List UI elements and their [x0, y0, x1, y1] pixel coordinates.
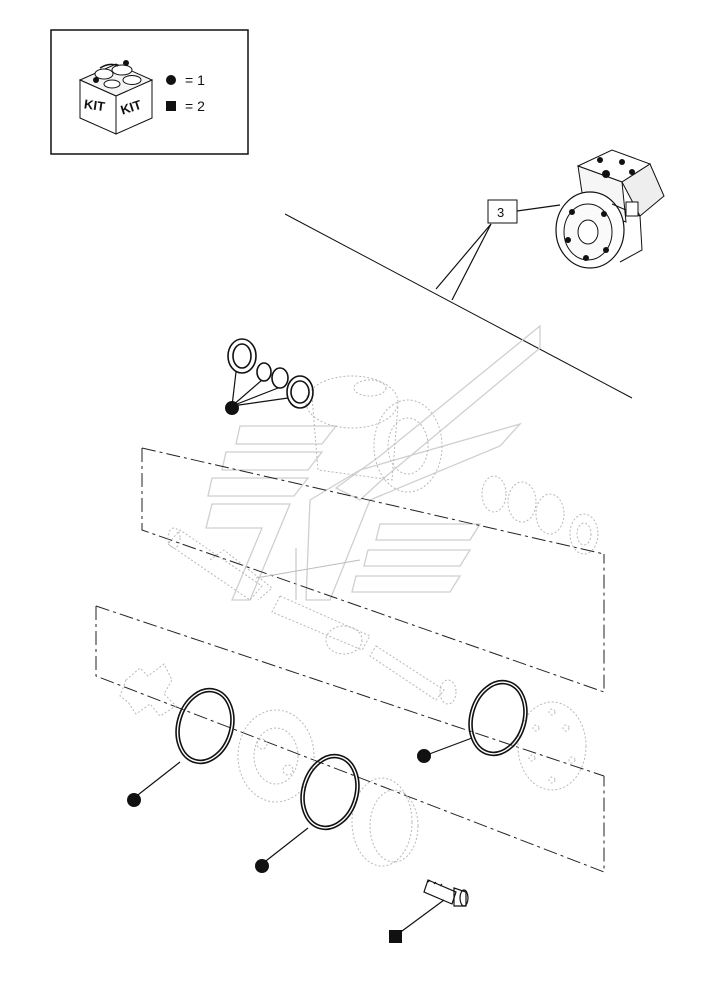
- legend-circle-value: = 1: [185, 72, 205, 88]
- kit-label-left: KIT: [83, 96, 106, 114]
- callout-3: 3: [435, 199, 561, 301]
- steering-unit-assembly: [555, 149, 665, 269]
- kit-marker-circle: [127, 793, 141, 807]
- legend-square-value: = 2: [185, 98, 205, 114]
- seal-small-2: [271, 367, 289, 389]
- top-seal-set: [225, 338, 314, 415]
- kit-marker-circle: [417, 749, 431, 763]
- ghost-parts-lower: [119, 663, 587, 867]
- ghost-parts-upper: [167, 375, 599, 705]
- reference-line: [284, 213, 633, 399]
- kit-marker-square: [389, 930, 402, 943]
- kit-marker-circle: [225, 401, 239, 415]
- legend-circle-icon: [166, 75, 176, 85]
- watermark-logo: [205, 324, 541, 601]
- o-ring-right: [417, 679, 528, 763]
- lower-dash-frame: [95, 606, 605, 873]
- seal-small-1: [256, 362, 272, 382]
- o-ring-middle: [255, 753, 360, 873]
- kit-marker-circle: [255, 859, 269, 873]
- kit-legend: KIT KIT = 1 = 2: [50, 29, 249, 155]
- legend-square-icon: [166, 101, 176, 111]
- o-ring-left: [127, 687, 235, 807]
- callout-number: 3: [497, 205, 504, 220]
- kit-label-right: KIT: [119, 97, 144, 118]
- bolt: [389, 879, 469, 943]
- kit-box-icon: KIT KIT: [78, 60, 154, 135]
- seal-large: [227, 338, 257, 374]
- seal-medium: [286, 375, 314, 409]
- upper-dash-frame: [141, 448, 605, 693]
- callout-box: [487, 199, 518, 224]
